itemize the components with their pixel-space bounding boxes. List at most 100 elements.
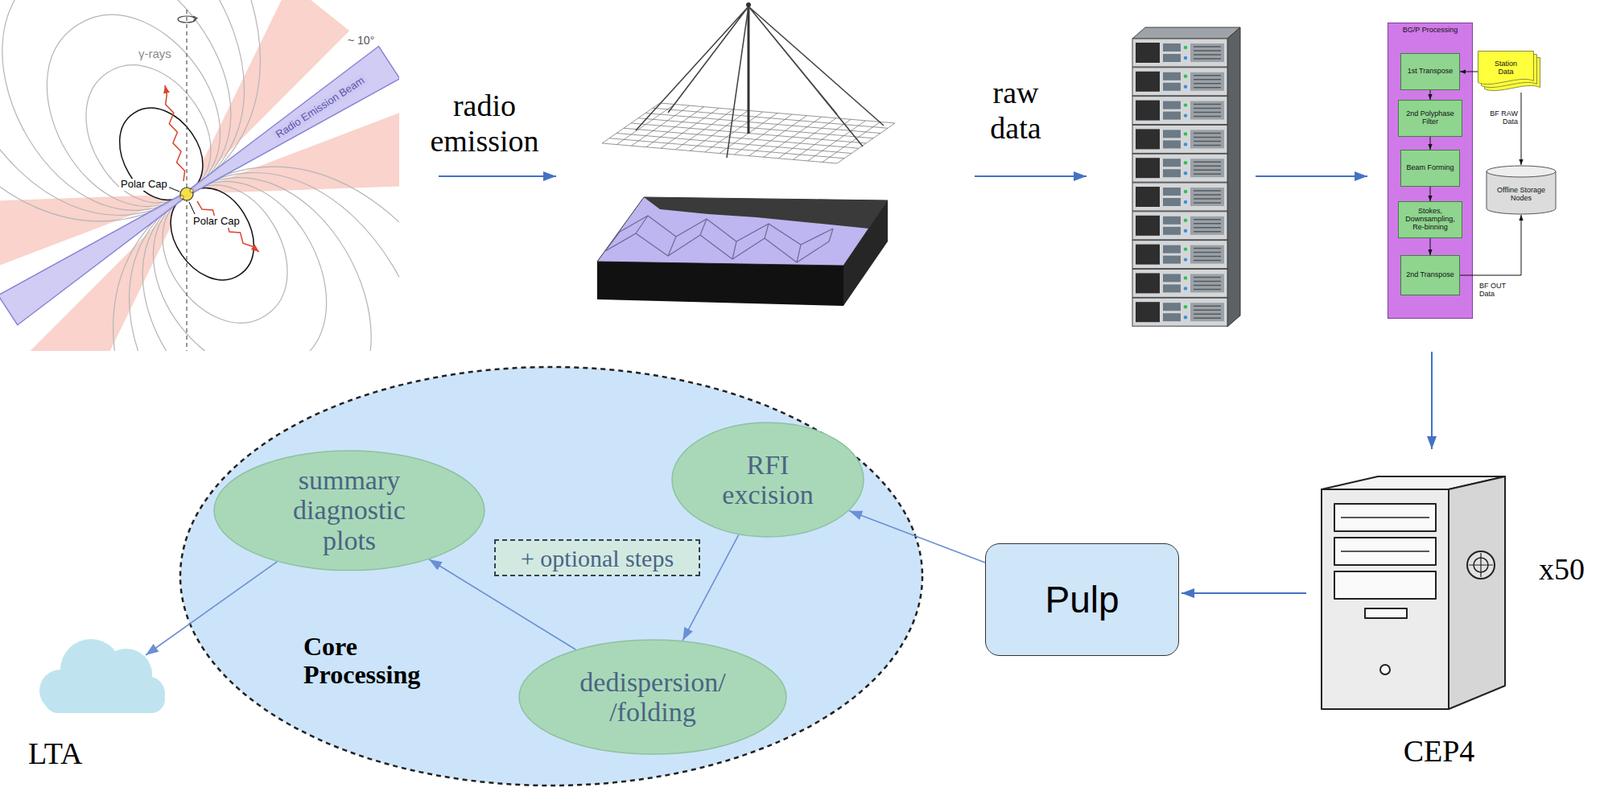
rotation-axis (185, 9, 187, 351)
rack-illustration-part (1132, 211, 1228, 240)
archive-cloud: LTA (28, 632, 165, 773)
optional-box-text: + optional steps (520, 544, 674, 572)
step-ellipse: summary diagnostic plots (213, 449, 486, 572)
computer-illustration-part (1468, 552, 1493, 578)
computer-illustration-part (1380, 664, 1390, 675)
process-box: Beam Forming (1400, 149, 1460, 187)
rotation-mark (177, 16, 196, 23)
document-stack-outline-part (1478, 51, 1535, 85)
flow-arrow (1181, 592, 1307, 594)
machine-label: CEP4 (1374, 734, 1504, 770)
software-box: Pulp (985, 543, 1180, 656)
archive-cloud-text: LTA (28, 737, 83, 772)
step-ellipse: dedispersion/ /folding (518, 639, 788, 755)
step-ellipse-text: RFI excision (707, 449, 829, 511)
computer-illustration-part (1334, 571, 1436, 599)
field-line-part (0, 0, 299, 268)
rack-illustration (1132, 27, 1241, 327)
flow-arrow (974, 175, 1087, 178)
process-box: 1st Transpose (1400, 53, 1460, 91)
pulsar-illustration-part (0, 0, 400, 351)
region-label: Polar Cap (191, 215, 242, 228)
count-label: x50 (1538, 552, 1585, 588)
field-line (0, 0, 400, 351)
document-stack: Station Data (1477, 50, 1541, 93)
optional-box: + optional steps (494, 539, 701, 577)
gamma-fan (0, 0, 400, 351)
computer-illustration-part (1334, 503, 1436, 532)
radio-beam-part (181, 45, 400, 207)
edge-label: BF RAW Data (1480, 109, 1518, 127)
beam-label: Radio Emission Beam (272, 73, 369, 142)
tile-illustration-part (843, 200, 888, 306)
computer-illustration-part (1321, 489, 1449, 710)
document-stack-text: Station Data (1489, 60, 1522, 77)
storage-cylinder-outline-part (1486, 165, 1556, 178)
flow-arrow (1255, 175, 1368, 178)
edge-label: BF OUT Data (1479, 281, 1518, 299)
step-ellipse-text: summary diagnostic plots (276, 465, 422, 556)
radio-beam (0, 45, 400, 326)
rack-illustration-part (1132, 153, 1228, 182)
rack-illustration-part (1132, 38, 1228, 67)
archive-cloud-outline (28, 632, 165, 717)
archive-cloud-outline-part (39, 639, 165, 714)
polar-cap-dot (180, 195, 184, 199)
polar-cap-dot (189, 189, 194, 193)
pulsar-illustration (0, 0, 400, 351)
process-box-text: 2nd Polyphase Filter (1403, 110, 1457, 127)
tile-illustration-part (643, 197, 888, 229)
step-ellipse-outline-part (672, 422, 864, 537)
antenna-illustration-part (747, 4, 751, 134)
rack-illustration-part (1132, 297, 1228, 326)
computer-illustration-part (1467, 551, 1495, 579)
storage-cylinder-outline-part (1486, 171, 1556, 215)
process-box: Stokes, Downsampling, Re-binning (1397, 201, 1463, 239)
processing-region-outline-part (180, 367, 923, 786)
process-box-text: Beam Forming (1406, 164, 1454, 173)
closed-field-lobe-part (103, 92, 219, 215)
angle-label: ~ 10° (346, 33, 376, 47)
data-arrow (1521, 92, 1522, 165)
antenna-illustration-part (746, 2, 751, 8)
tile-illustration (597, 197, 888, 306)
antenna-illustration (602, 2, 895, 164)
step-ellipse-text: dedispersion/ /folding (560, 667, 746, 728)
rack-illustration-part (1132, 240, 1228, 269)
software-box-text: Pulp (1044, 579, 1119, 621)
step-ellipse-outline-part (519, 639, 787, 755)
flow-arrow (1430, 351, 1433, 450)
flow-label: radio emission (408, 88, 561, 159)
computer-illustration-part (1340, 550, 1430, 553)
processing-region-text: Core Processing (303, 632, 465, 689)
leader-line (167, 186, 195, 215)
step-ellipse: RFI excision (671, 421, 865, 538)
rack-illustration-part (1132, 124, 1228, 153)
flow-label: raw data (971, 75, 1060, 146)
computer-illustration-part (1448, 476, 1506, 710)
computer-illustration-part (1340, 516, 1430, 519)
archive-cloud-outline-part-part (44, 685, 165, 714)
process-box-text: 2nd Transpose (1406, 271, 1455, 280)
emission-label: γ-rays (136, 46, 174, 61)
processing-panel: 1st Transpose 2nd Polyphase FilterBeam Fo… (1387, 22, 1473, 319)
process-box-text: Stokes, Downsampling, Re-binning (1403, 207, 1457, 232)
antenna-illustration-part (635, 6, 884, 158)
gamma-ray-arrow (164, 85, 186, 182)
computer-illustration-part (1364, 608, 1407, 619)
processing-region: summary diagnostic plots RFI excision + op… (178, 365, 924, 788)
process-box-text: 1st Transpose (1407, 67, 1454, 76)
region-label: Polar Cap (119, 178, 170, 191)
computer-illustration (1321, 476, 1506, 710)
tile-illustration-part (605, 215, 833, 263)
rack-illustration-part (1132, 67, 1228, 96)
storage-cylinder: Offline Storage Nodes (1485, 164, 1557, 215)
rack-illustration-part (1227, 27, 1241, 327)
storage-cylinder-text: Offline Storage Nodes (1492, 186, 1551, 203)
rotation-mark (193, 16, 198, 21)
rack-illustration-part (1132, 182, 1228, 211)
tile-illustration-part (597, 197, 888, 266)
rack-illustration-part (1132, 27, 1241, 39)
rack-illustration-part (1132, 96, 1228, 125)
